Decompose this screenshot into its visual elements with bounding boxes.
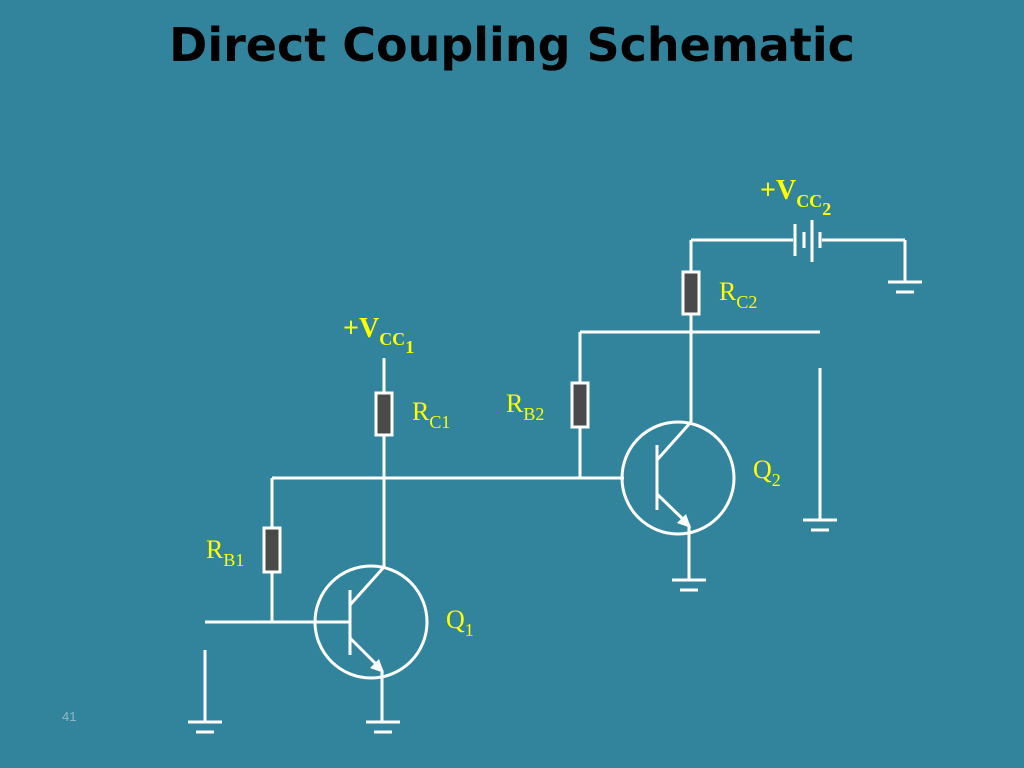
page-title: Direct Coupling Schematic [169,18,855,72]
rc2-resistor [681,270,701,316]
rc1-resistor [374,391,394,437]
rb1-label: RB1 [206,535,244,570]
q2-label: Q2 [753,455,781,490]
q2-transistor-icon [620,420,736,536]
rc2-label: RC2 [719,277,757,312]
slide-number: 41 [62,709,77,724]
rb1-resistor [262,526,282,574]
rc1-label: RC1 [412,397,450,432]
rb2-label: RB2 [506,389,544,424]
battery-icon [793,220,822,262]
rb2-resistor [570,381,590,429]
vcc1-label: +VCC1 [343,313,414,357]
vcc2-label: +VCC2 [760,175,831,219]
q1-label: Q1 [446,605,474,640]
q1-transistor-icon [313,564,429,680]
